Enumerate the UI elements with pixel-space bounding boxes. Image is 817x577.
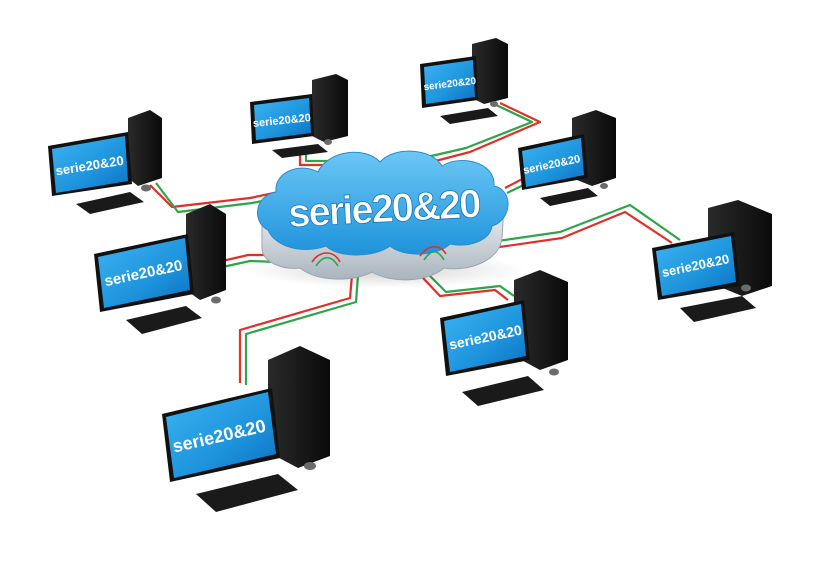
monitor-screen — [444, 304, 526, 372]
computer-top-left: serie20&20 — [48, 110, 162, 214]
computer-bottom-left: serie20&20 — [162, 346, 330, 512]
tower-case — [312, 74, 348, 142]
computer-right-upper: serie20&20 — [518, 110, 616, 206]
tower-case — [472, 38, 508, 104]
cloud-wire-red-1 — [311, 252, 341, 263]
monitor-screen — [522, 138, 584, 187]
monitor-screen — [166, 392, 276, 478]
keyboard — [462, 376, 544, 406]
tower-case — [128, 110, 162, 186]
link-right-middle-green — [469, 203, 681, 247]
link-top-right-green — [413, 103, 534, 162]
computer-right-middle: serie20&20 — [652, 200, 772, 322]
mouse — [490, 101, 498, 107]
mouse — [211, 296, 221, 304]
mouse — [549, 368, 559, 376]
monitor-screen — [656, 236, 736, 296]
link-bottom-left-green — [244, 274, 360, 385]
monitor-screen — [98, 238, 190, 308]
monitor-screen — [52, 136, 128, 193]
computer-top-right: serie20&20 — [420, 38, 508, 124]
keyboard — [680, 296, 756, 322]
cloud-top — [257, 150, 509, 256]
computer-left-middle: serie20&20 — [94, 204, 226, 334]
keyboard — [540, 188, 598, 206]
keyboard — [440, 108, 498, 124]
keyboard — [272, 144, 328, 158]
cloud-wire-green-1 — [315, 256, 339, 267]
mouse — [141, 184, 151, 192]
mouse — [324, 139, 332, 145]
computer-center-lower: serie20&20 — [440, 270, 568, 406]
computer-top-center: serie20&20 — [250, 74, 348, 158]
cloud-wire-red-2 — [419, 245, 447, 257]
monitor-screen — [424, 60, 475, 104]
cloud-server: serie20&20 — [245, 150, 525, 288]
keyboard — [126, 306, 202, 334]
cloud-wire-green-2 — [423, 250, 445, 261]
monitor-screen — [254, 98, 311, 140]
link-right-middle-red — [471, 210, 673, 253]
tower-case — [186, 204, 226, 300]
mouse — [304, 462, 316, 470]
keyboard — [76, 192, 144, 214]
keyboard — [196, 474, 298, 512]
mouse — [600, 183, 608, 189]
link-top-right-red — [419, 102, 542, 167]
mouse — [741, 284, 751, 292]
tower-case — [268, 346, 330, 468]
cloud-brand-text: serie20&20 — [287, 182, 481, 236]
